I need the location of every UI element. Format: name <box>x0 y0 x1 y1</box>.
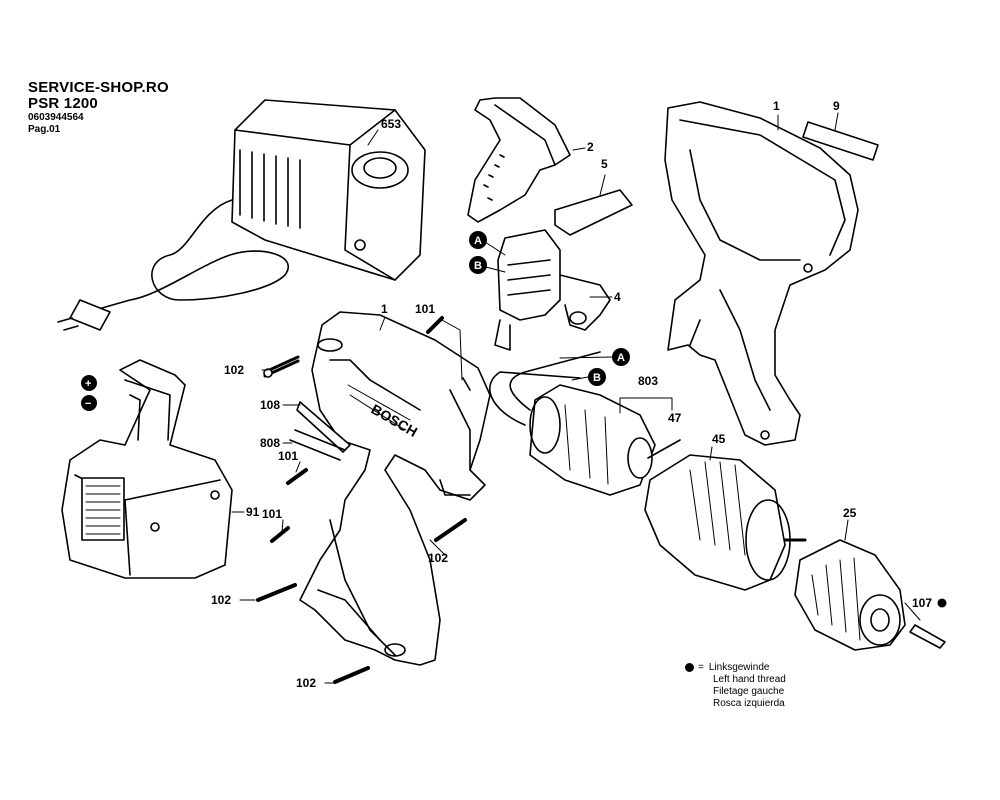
callout-2: 2 <box>587 140 594 154</box>
left-housing-part <box>299 311 491 666</box>
callout-101-c: 101 <box>262 507 282 521</box>
legend-row: = Linksgewinde <box>685 662 786 674</box>
legend-equals: = <box>698 662 704 673</box>
right-housing-part <box>664 101 859 446</box>
minus-terminal-label: − <box>85 398 91 410</box>
callout-47: 47 <box>668 411 682 425</box>
left-thread-dot-icon <box>937 598 947 608</box>
marker-b-switch-label: B <box>474 260 482 272</box>
callout-101-a: 101 <box>415 302 435 316</box>
model-name: PSR 1200 <box>28 95 98 112</box>
callout-5: 5 <box>601 157 608 171</box>
callout-102-d: 102 <box>296 676 316 690</box>
callout-4: 4 <box>614 290 621 304</box>
marker-a-motor <box>612 348 630 366</box>
thread-legend: = Linksgewinde Left hand thread Filetage… <box>685 662 786 710</box>
callout-1-mid: 1 <box>381 302 388 316</box>
part-number: 0603944564 <box>28 112 84 123</box>
callout-102-b: 102 <box>428 551 448 565</box>
chuck-part <box>794 539 906 651</box>
callout-808: 808 <box>260 436 280 450</box>
gearbox-part <box>644 454 807 591</box>
battery-part <box>61 359 233 579</box>
page-number: Pag.01 <box>28 124 61 135</box>
connection-markers: A B A B + − <box>81 231 630 411</box>
bit-part <box>296 401 351 453</box>
callout-91: 91 <box>246 505 260 519</box>
motor-part <box>489 351 681 496</box>
callout-102-c: 102 <box>211 593 231 607</box>
marker-b-motor-label: B <box>593 372 601 384</box>
marker-a-motor-label: A <box>617 352 625 364</box>
legend-line-de: Linksgewinde <box>708 662 770 673</box>
callout-108: 108 <box>260 398 280 412</box>
callout-1-top: 1 <box>773 99 780 113</box>
callout-653: 653 <box>381 117 401 131</box>
marker-a-switch <box>469 231 487 249</box>
legend-dot-icon <box>685 663 694 672</box>
callout-25: 25 <box>843 506 857 520</box>
site-name: SERVICE-SHOP.RO <box>28 79 169 96</box>
callout-labels: 653 2 5 4 1 9 1 101 102 108 808 101 101 … <box>211 99 932 690</box>
page-header: SERVICE-SHOP.RO PSR 1200 0603944564 Pag.… <box>28 80 169 135</box>
switch-part <box>494 229 611 351</box>
callout-45: 45 <box>712 432 726 446</box>
bit-holder-part <box>289 429 346 461</box>
plus-terminal-label: + <box>85 378 91 390</box>
legend-line-es: Rosca izquierda <box>713 698 785 709</box>
charger-part <box>57 99 426 331</box>
screw-107-part <box>909 624 946 649</box>
marker-b-motor <box>588 368 606 386</box>
slider-part <box>554 189 633 236</box>
label-strip-part <box>802 121 879 161</box>
screws <box>256 316 467 684</box>
callout-803: 803 <box>638 374 658 388</box>
plus-terminal-icon <box>81 375 97 391</box>
minus-terminal-icon <box>81 395 97 411</box>
callout-102-a: 102 <box>224 363 244 377</box>
callout-107: 107 <box>912 596 932 610</box>
legend-line-en: Left hand thread <box>713 674 786 685</box>
switch-cover-part <box>467 97 571 223</box>
callout-101-b: 101 <box>278 449 298 463</box>
marker-a-switch-label: A <box>474 235 482 247</box>
callout-9: 9 <box>833 99 840 113</box>
marker-b-switch <box>469 256 487 274</box>
legend-line-fr: Filetage gauche <box>713 686 785 697</box>
